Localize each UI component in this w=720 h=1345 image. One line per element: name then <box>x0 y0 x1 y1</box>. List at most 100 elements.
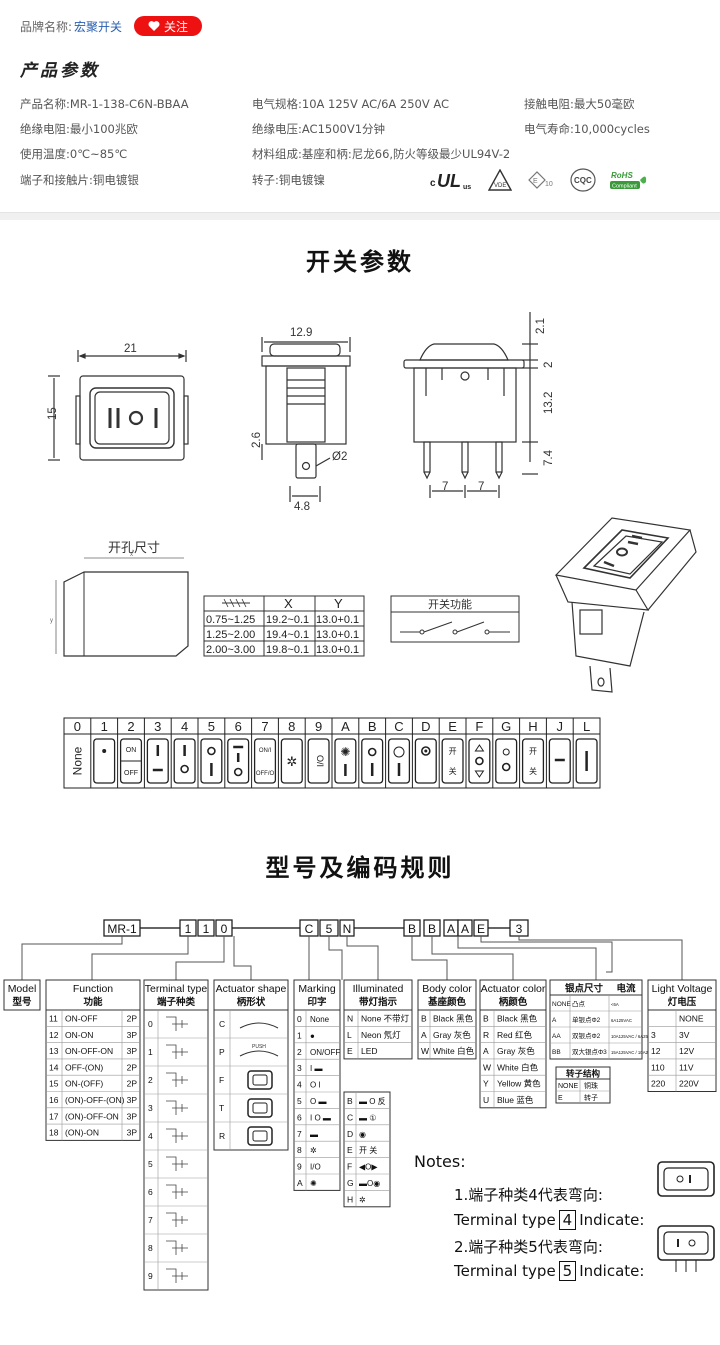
svg-text:110: 110 <box>651 1062 665 1072</box>
svg-text:Gray 灰色: Gray 灰色 <box>497 1046 535 1056</box>
brand-name-link[interactable]: 宏聚开关 <box>74 19 123 34</box>
svg-text:Function: Function <box>73 983 113 995</box>
svg-text:8: 8 <box>148 1243 153 1253</box>
svg-text:Y: Y <box>334 596 343 611</box>
svg-text:U: U <box>483 1095 489 1105</box>
dim-side-width: 12.9 <box>290 327 312 339</box>
brand-label: 品牌名称: <box>20 19 73 34</box>
marking-code-4: 4 <box>181 719 188 734</box>
svg-text:NONE: NONE <box>679 1014 704 1024</box>
terminal-sketch-2-icon <box>166 1072 188 1087</box>
svg-text:A: A <box>421 1030 427 1040</box>
svg-text:3P: 3P <box>127 1111 138 1121</box>
follow-button[interactable]: 关注 <box>134 16 203 36</box>
svg-text:Model: Model <box>8 983 37 995</box>
svg-text:转子: 转子 <box>584 1093 598 1102</box>
connector-line <box>175 936 225 980</box>
svg-text:W: W <box>421 1046 429 1056</box>
svg-text:Gray 灰色: Gray 灰色 <box>433 1030 471 1040</box>
terminal-sketch-4-icon <box>166 1128 188 1143</box>
svg-text:ON-ON: ON-ON <box>65 1030 93 1040</box>
dim-top: 2.1 <box>535 318 547 334</box>
marking-glyph-D-icon <box>414 738 437 784</box>
marking-code-6: 6 <box>235 719 242 734</box>
terminal-4-indicator-icon <box>657 1161 715 1197</box>
svg-text:BB: BB <box>552 1049 561 1056</box>
svg-text:19.2~0.1: 19.2~0.1 <box>266 614 309 626</box>
svg-text:◀O▶: ◀O▶ <box>359 1163 378 1172</box>
code-part-11: E <box>477 922 485 936</box>
svg-text:E: E <box>558 1095 563 1102</box>
svg-text:2P: 2P <box>127 1014 138 1024</box>
param-product-name: 产品名称:MR-1-138-C6N-BBAA <box>20 97 189 111</box>
svg-text:9: 9 <box>148 1271 153 1281</box>
svg-text:6: 6 <box>148 1187 153 1197</box>
svg-text:ON-OFF: ON-OFF <box>65 1014 98 1024</box>
code-part-10: A <box>461 922 469 936</box>
svg-text:2P: 2P <box>127 1079 138 1089</box>
svg-text:开 关: 开 关 <box>359 1145 377 1155</box>
front-view-drawing <box>48 350 189 461</box>
svg-text:AA: AA <box>552 1033 561 1040</box>
svg-text:4: 4 <box>148 1131 153 1141</box>
marking-code-1: 1 <box>101 719 108 734</box>
dim-r1: 2 <box>543 362 555 368</box>
code-part-1: 1 <box>185 922 192 936</box>
svg-text:B: B <box>421 1014 427 1024</box>
svg-text:19.8~0.1: 19.8~0.1 <box>266 644 309 656</box>
svg-text:端子种类: 端子种类 <box>157 996 196 1008</box>
svg-text:G: G <box>347 1178 354 1188</box>
svg-text:2.00~3.00: 2.00~3.00 <box>206 644 255 656</box>
enec-logo-icon: E 10 <box>528 171 553 189</box>
dim-side-hole: Ø2 <box>332 451 347 463</box>
connector-line <box>21 936 123 980</box>
model-code-title: 型号及编码规则 <box>265 854 455 882</box>
svg-text:3P: 3P <box>127 1095 138 1105</box>
svg-text:Neon 氖灯: Neon 氖灯 <box>361 1030 401 1040</box>
svg-text:12: 12 <box>49 1030 59 1040</box>
svg-text:Marking: Marking <box>298 983 336 995</box>
svg-text:0: 0 <box>297 1014 302 1024</box>
section-divider <box>0 212 720 220</box>
svg-text:ON: ON <box>126 747 137 754</box>
connector-line <box>411 936 448 980</box>
svg-text:Red 红色: Red 红色 <box>497 1030 532 1040</box>
connector-line <box>346 936 379 980</box>
svg-text:B: B <box>347 1096 353 1106</box>
svg-text:B: B <box>483 1014 489 1024</box>
connector-line <box>431 936 514 980</box>
rohs-logo-icon: RoHS Compliant <box>610 171 647 190</box>
svg-text:I ▬: I ▬ <box>310 1064 322 1073</box>
svg-text:W: W <box>483 1062 491 1072</box>
marking-code-8: 8 <box>288 719 295 734</box>
cutout-title: 开孔尺寸 <box>108 540 160 555</box>
code-part-7: B <box>408 922 416 936</box>
svg-text:A: A <box>483 1046 489 1056</box>
svg-text:E: E <box>347 1145 353 1155</box>
marking-code-3: 3 <box>154 719 161 734</box>
svg-text:6: 6 <box>297 1112 302 1122</box>
svg-text:凸点: 凸点 <box>572 1000 586 1008</box>
svg-text:C: C <box>347 1112 353 1122</box>
vde-logo-icon: VDE <box>488 169 512 191</box>
note-1-cn: 1.端子种类4代表弯向: <box>454 1186 603 1204</box>
svg-text:▬O◉: ▬O◉ <box>359 1179 380 1188</box>
svg-text:开: 开 <box>449 747 457 756</box>
svg-text:柄颜色: 柄颜色 <box>499 996 528 1008</box>
svg-text:Compliant: Compliant <box>612 184 637 190</box>
svg-text:I/O: I/O <box>316 755 326 767</box>
svg-text:16: 16 <box>49 1095 59 1105</box>
svg-text:12: 12 <box>651 1046 661 1056</box>
connector-line <box>91 936 189 980</box>
param-insulation-resistance: 绝缘电阻:最小100兆欧 <box>20 122 138 136</box>
dim-side-terminal: 4.8 <box>294 501 310 513</box>
param-materials: 材料组成:基座和柄:尼龙66,防火等级最少UL94V-2 <box>252 147 511 161</box>
code-part-5: 5 <box>326 922 333 936</box>
svg-text:Y: Y <box>483 1079 489 1089</box>
svg-text:E: E <box>533 178 538 185</box>
svg-text:Blue 蓝色: Blue 蓝色 <box>497 1095 534 1105</box>
terminal-sketch-1-icon <box>166 1044 188 1059</box>
connector-line <box>518 936 683 980</box>
